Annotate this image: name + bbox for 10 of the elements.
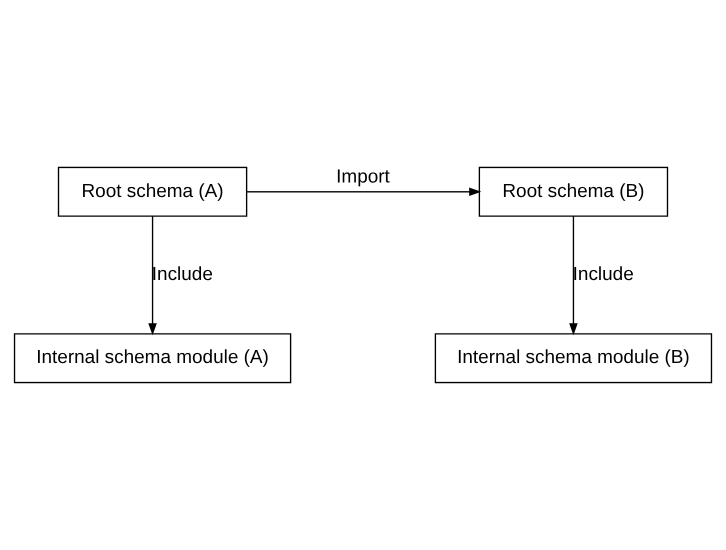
arrow bbox=[569, 216, 578, 336]
arrow bbox=[148, 216, 157, 336]
arrow bbox=[247, 188, 482, 196]
node-box: Root schema (A) bbox=[58, 166, 248, 217]
edge-label: Include bbox=[152, 264, 213, 286]
node-box: Root schema (B) bbox=[478, 166, 668, 217]
edge-label: Import bbox=[336, 166, 390, 188]
edge-label: Include bbox=[572, 264, 634, 286]
node-box: Internal schema module (A) bbox=[14, 333, 292, 384]
node-box: Internal schema module (B) bbox=[434, 333, 712, 384]
